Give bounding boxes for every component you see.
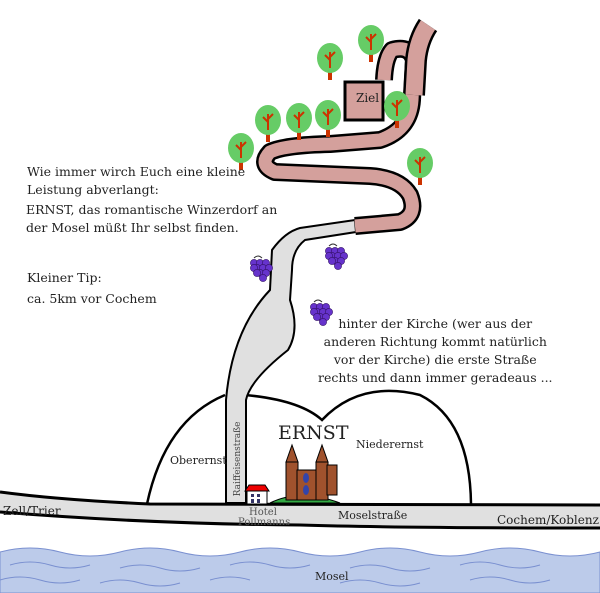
east-direction-label: Cochem/Koblenz (497, 513, 599, 527)
tree-icon (286, 103, 312, 140)
moselstrasse-label: Moselstraße (338, 509, 408, 522)
main-road-moselstrasse (0, 492, 600, 528)
grapes-icon (250, 255, 273, 282)
hotel-label-line: Pollmanns (238, 517, 291, 528)
niederernst-label: Niederernst (356, 438, 424, 451)
grapes (250, 243, 348, 326)
intro-line: ERNST, das romantische Winzerdorf an (26, 202, 278, 217)
village-label: ERNST (278, 422, 349, 444)
path-to-goal (256, 18, 438, 235)
directions-line: anderen Richtung kommt natürlich (323, 334, 547, 349)
tree-icon (255, 105, 281, 142)
tree-icon (315, 100, 341, 137)
church-icon (269, 443, 341, 504)
tree-icon (228, 133, 254, 170)
directions-line: hinter der Kirche (wer aus der (338, 316, 533, 331)
tree-icon (407, 148, 433, 185)
oberernst-label: Oberernst (170, 454, 227, 467)
hill-oberernst (145, 393, 226, 505)
directions-text: hinter der Kirche (wer aus der anderen R… (318, 315, 553, 387)
raiffeisenstrasse-label: Raiffeisenstraße (233, 421, 243, 497)
side-road-raiffeisenstrasse (225, 218, 358, 504)
directions-line: vor der Kirche) die erste Straße (333, 352, 537, 367)
intro-text: Wie immer wirch Euch eine kleine Leistun… (26, 163, 278, 237)
tip-text: ca. 5km vor Cochem (27, 291, 157, 306)
intro-line: Leistung abverlangt: (27, 182, 159, 197)
river-mosel (0, 547, 600, 593)
hotel-icon (244, 484, 270, 505)
tree-icon (384, 91, 410, 128)
directions-line: rechts und dann immer geradeaus ... (318, 370, 553, 385)
trees (228, 25, 433, 185)
hotel-label: Hotel Pollmanns (238, 507, 291, 528)
intro-line: der Mosel müßt Ihr selbst finden. (26, 220, 239, 235)
grapes-icon (325, 243, 348, 270)
goal-label: Ziel (356, 91, 380, 105)
river-label: Mosel (315, 570, 349, 583)
goal-box (343, 80, 385, 122)
hill-niederernst (244, 389, 473, 505)
tip-title: Kleiner Tip: (27, 270, 102, 285)
grapes-icon (310, 299, 333, 326)
tree-icon (358, 25, 384, 62)
west-direction-label: Zell/Trier (3, 504, 61, 518)
intro-line: Wie immer wirch Euch eine kleine (27, 164, 246, 179)
hotel-label-line: Hotel (249, 507, 277, 518)
tree-icon (317, 43, 343, 80)
